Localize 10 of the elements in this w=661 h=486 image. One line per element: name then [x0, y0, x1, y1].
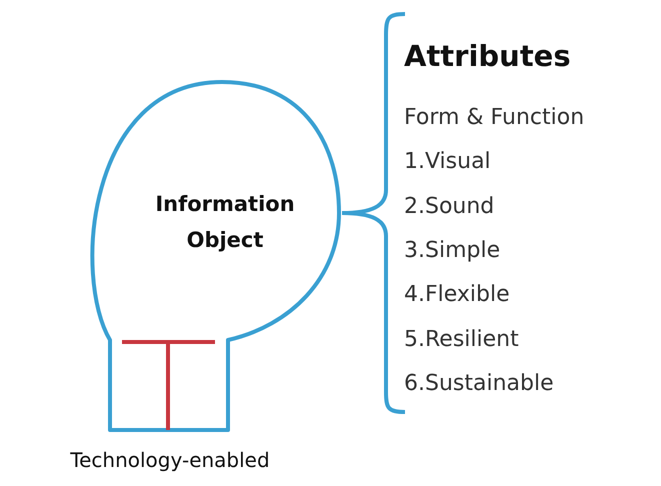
list-item: 3.Simple	[404, 237, 500, 265]
list-item: 1.Visual	[404, 148, 491, 176]
subheading: Form & Function	[404, 104, 584, 132]
node-label: Technology-enabled	[69, 447, 271, 474]
list-item: 2.Sound	[404, 193, 494, 221]
list-item: 6.Sustainable	[404, 370, 554, 398]
list-item: 5.Resilient	[404, 326, 519, 354]
heading: Attributes	[404, 38, 571, 74]
node-label: Information Object	[154, 191, 296, 254]
list-item: 4.Flexible	[404, 281, 510, 309]
